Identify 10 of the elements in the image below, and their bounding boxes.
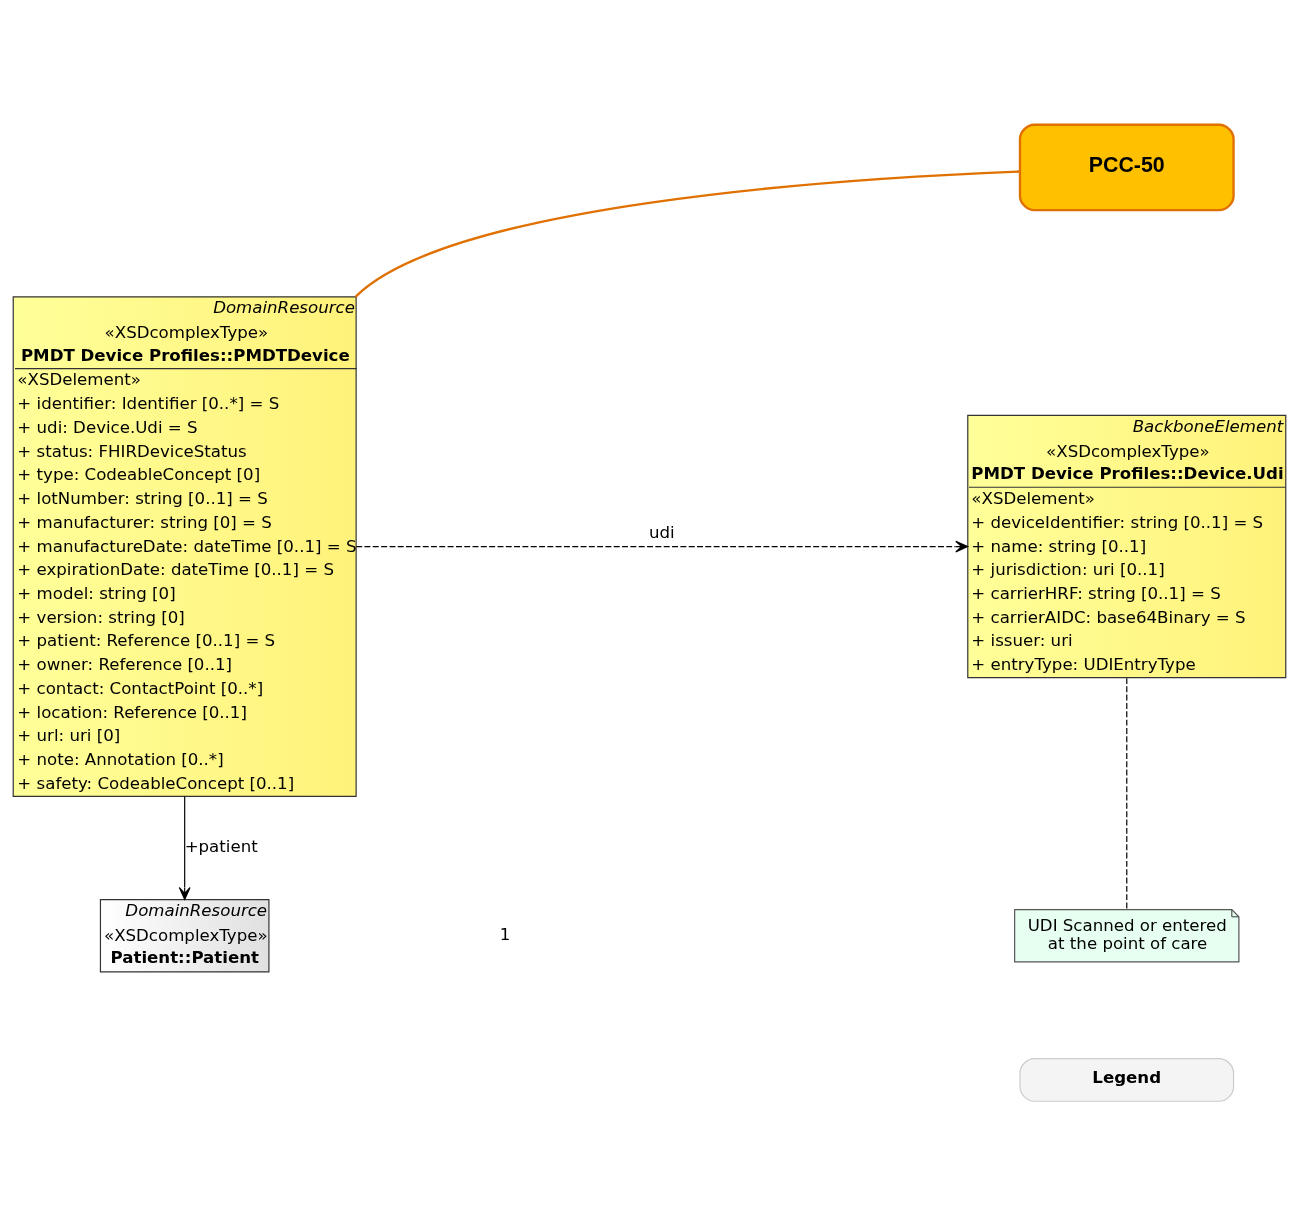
connector [1126,677,1128,910]
edge-label: +patient [184,836,258,856]
connector [354,169,1020,298]
arrow [355,540,969,552]
arrow [178,795,191,900]
edge-label: udi [648,522,675,542]
node-box: PCC-50 [1018,123,1235,211]
node-box: DomainResource «XSDcomplexType» Patient::Patient [99,898,270,972]
label: 1 [499,924,511,944]
node-box: Legend [1019,1057,1235,1102]
